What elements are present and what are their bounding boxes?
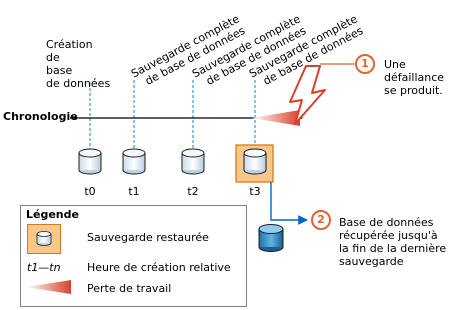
creation-label-line: Création [46,38,93,51]
legend-restored-swatch [27,224,61,254]
time-label-t1: t1 [128,185,140,198]
callout1-circle [355,54,375,74]
callout2-text-line: sauvegarde [339,255,404,268]
legend-title: Légende [26,208,79,221]
callout2-text-line: Base de données [339,216,434,229]
creation-label-line: de [46,51,60,64]
database-t1 [122,148,146,175]
callout1-number: 1 [361,57,369,70]
callout2-text-line: récupérée jusqu'à [339,229,438,242]
database-icon [36,231,52,246]
legend-loss-label: Perte de travail [87,282,172,295]
database-t0 [78,148,102,175]
time-label-t0: t0 [84,185,96,198]
database-t2 [181,148,205,175]
database-t3 [243,148,267,175]
recovered-database [258,224,284,252]
callout2-text: Base de données récupérée jusqu'à la fin… [339,216,446,268]
work-loss-wedge [252,110,300,126]
work-loss-icon [26,280,71,294]
recovery-arrow [270,182,308,225]
callout2-number: 2 [317,213,325,226]
legend: Légende Sauvegarde restaurée t1—tn Heure… [20,205,247,307]
creation-label-line: de données [46,77,111,90]
time-label-t3: t3 [249,185,261,198]
legend-time-key: t1—tn [27,261,61,274]
callout2-text-line: la fin de la dernière [339,242,447,255]
time-label-t2: t2 [187,185,199,198]
creation-label-line: base [46,64,73,77]
callout2-circle [311,210,331,230]
callout1-text: Une défaillance se produit. [384,58,468,97]
lightning-bolt-icon [289,65,326,125]
legend-time-label: Heure de création relative [87,261,231,274]
creation-label: Création de base de données [46,38,110,90]
timeline-label: Chronologie [3,110,78,123]
callout1-text-line: se produit. [384,84,443,97]
callout1-text-line: Une défaillance [384,58,445,84]
legend-restored-label: Sauvegarde restaurée [87,231,209,244]
